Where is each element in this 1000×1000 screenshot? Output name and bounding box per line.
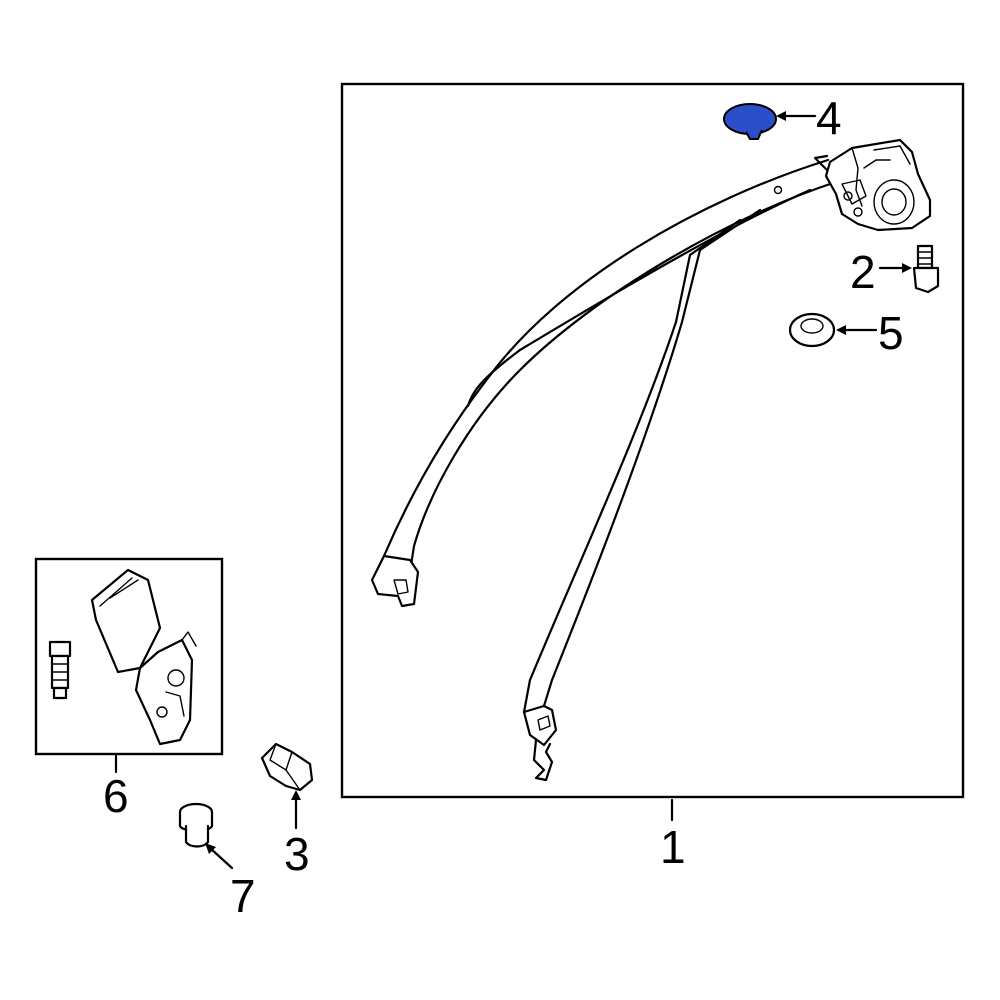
arrowhead-3 (291, 790, 301, 800)
callout-2: 2 (850, 246, 876, 298)
callout-arrow-7 (208, 846, 234, 870)
nut-icon[interactable] (178, 802, 214, 848)
retractor-icon[interactable] (824, 138, 932, 232)
callout-1: 1 (660, 821, 686, 873)
callout-4: 4 (816, 92, 842, 144)
arrowhead-5 (836, 325, 846, 335)
arrowhead-7 (205, 843, 216, 854)
buckle-icon[interactable] (90, 568, 197, 746)
arrowhead-2 (902, 263, 912, 273)
seat-belt-assembly-icon[interactable] (370, 154, 838, 782)
assembly-frame (340, 82, 965, 799)
bolt-icon[interactable] (260, 742, 314, 792)
callout-5: 5 (878, 307, 904, 359)
buckle-frame (34, 557, 224, 756)
bolt-icon[interactable] (912, 244, 940, 294)
callout-3: 3 (284, 828, 310, 880)
arrowhead-4 (776, 111, 786, 121)
cap-icon[interactable] (723, 103, 777, 140)
callout-7: 7 (230, 870, 256, 922)
bolt-icon[interactable] (48, 640, 72, 700)
callout-6: 6 (103, 770, 129, 822)
spacer-icon[interactable] (788, 312, 836, 348)
